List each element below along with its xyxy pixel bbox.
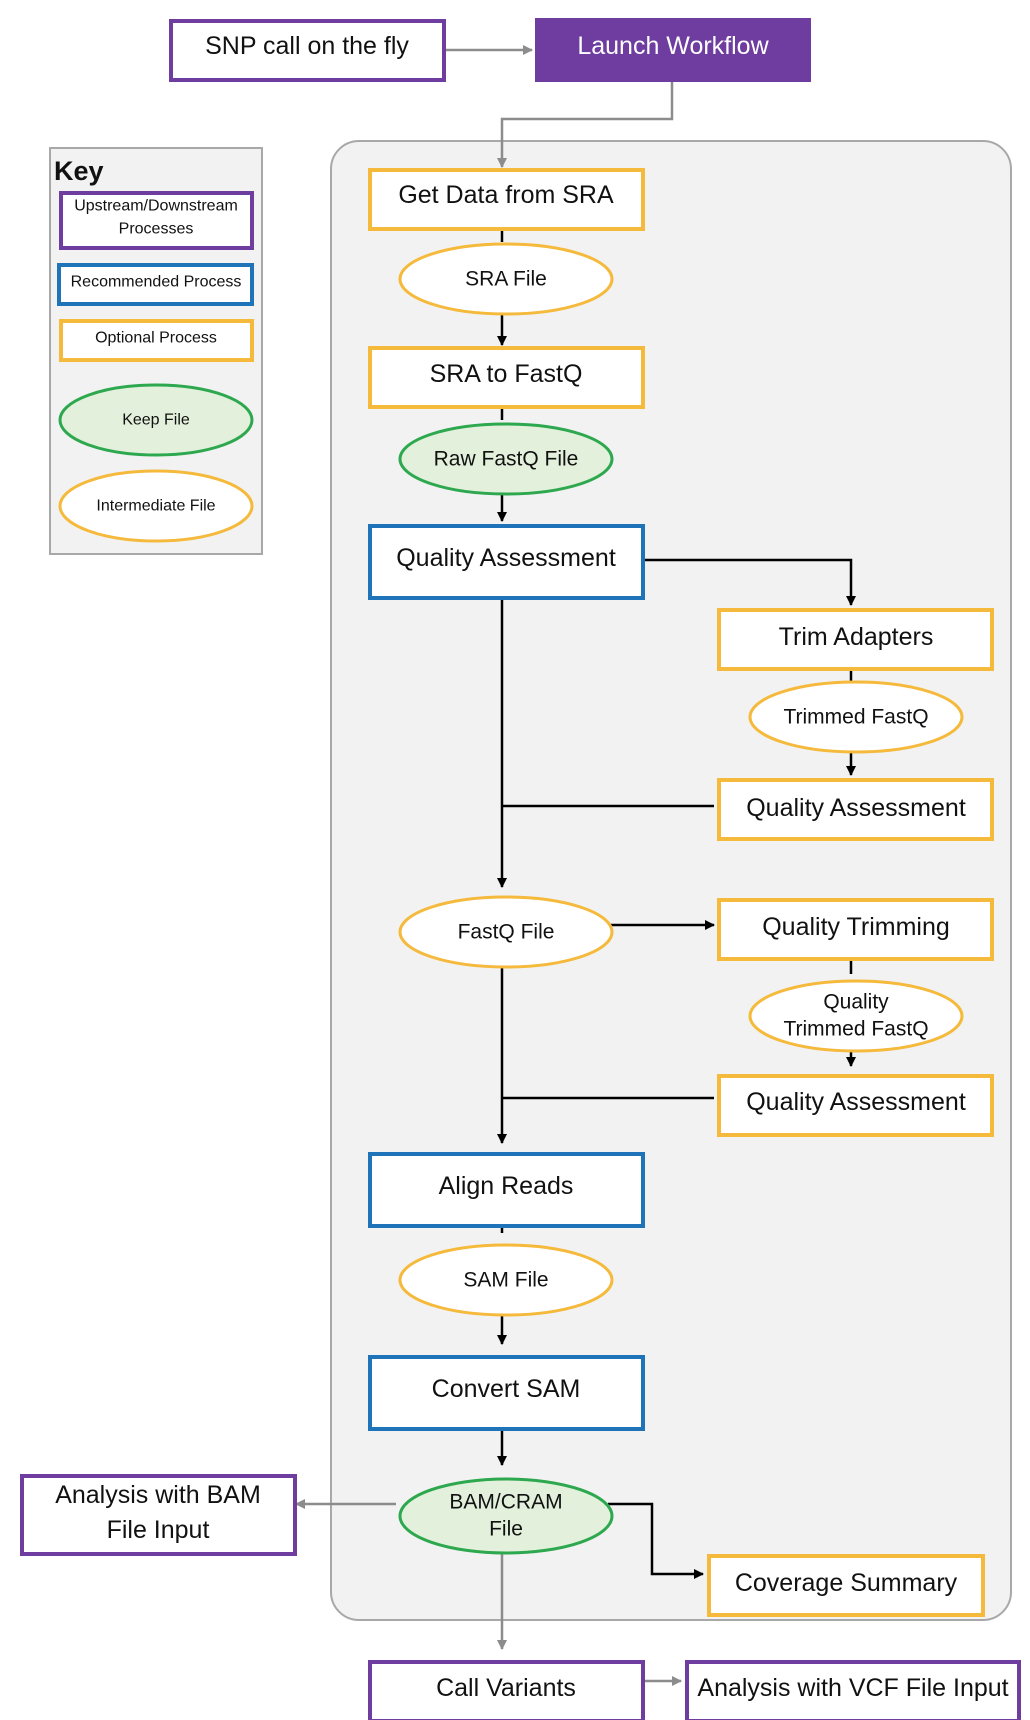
node-sra-to-fastq: SRA to FastQ bbox=[368, 346, 645, 409]
node-quality-trimmed-fastq: Quality Trimmed FastQ bbox=[748, 979, 964, 1053]
svg-text:SAM File: SAM File bbox=[463, 1269, 548, 1292]
svg-text:Intermediate File: Intermediate File bbox=[96, 498, 215, 515]
node-sra-file: SRA File bbox=[398, 242, 614, 316]
svg-text:Quality Assessment: Quality Assessment bbox=[746, 1088, 966, 1116]
legend-upstream: Upstream/Downstream Processes bbox=[59, 191, 254, 250]
legend-title: Key bbox=[54, 156, 104, 186]
svg-text:Recommended Process: Recommended Process bbox=[71, 274, 242, 291]
svg-text:Call Variants: Call Variants bbox=[436, 1674, 576, 1702]
node-analysis-vcf: Analysis with VCF File Input bbox=[685, 1660, 1021, 1720]
svg-text:Optional Process: Optional Process bbox=[95, 330, 217, 347]
legend-optional: Optional Process bbox=[59, 319, 254, 362]
node-raw-fastq-file: Raw FastQ File bbox=[398, 422, 614, 496]
edge-bam-to-coverage bbox=[608, 1502, 704, 1579]
svg-text:Analysis with VCF File Input: Analysis with VCF File Input bbox=[697, 1674, 1008, 1702]
svg-text:Upstream/Downstream: Upstream/Downstream bbox=[74, 198, 238, 215]
svg-text:SRA to FastQ: SRA to FastQ bbox=[430, 360, 583, 388]
node-quality-assessment-1: Quality Assessment bbox=[368, 524, 645, 600]
node-convert-sam: Convert SAM bbox=[368, 1355, 645, 1431]
node-analysis-bam: Analysis with BAM File Input bbox=[20, 1474, 297, 1556]
node-trim-adapters: Trim Adapters bbox=[717, 608, 994, 671]
svg-text:Keep File: Keep File bbox=[122, 412, 190, 429]
svg-text:Trimmed FastQ: Trimmed FastQ bbox=[783, 1018, 928, 1041]
node-quality-assessment-2: Quality Assessment bbox=[717, 778, 994, 841]
svg-text:Get Data from SRA: Get Data from SRA bbox=[398, 181, 614, 209]
node-align-reads: Align Reads bbox=[368, 1152, 645, 1228]
svg-text:Quality: Quality bbox=[823, 991, 889, 1014]
node-quality-trimming: Quality Trimming bbox=[717, 898, 994, 961]
svg-text:Align Reads: Align Reads bbox=[439, 1172, 574, 1200]
svg-text:Convert SAM: Convert SAM bbox=[432, 1375, 581, 1403]
svg-text:FastQ File: FastQ File bbox=[458, 921, 555, 944]
svg-text:Quality Assessment: Quality Assessment bbox=[396, 544, 616, 572]
edge-qa1-to-trim bbox=[638, 558, 856, 606]
svg-text:Coverage Summary: Coverage Summary bbox=[735, 1569, 958, 1597]
connectors bbox=[295, 45, 856, 1686]
node-sam-file: SAM File bbox=[398, 1243, 614, 1317]
node-quality-assessment-3: Quality Assessment bbox=[717, 1074, 994, 1137]
svg-text:Processes: Processes bbox=[119, 221, 194, 238]
edge-launch-to-getdata bbox=[497, 81, 674, 168]
node-snp-call: SNP call on the fly bbox=[169, 19, 446, 82]
svg-text:Raw FastQ File: Raw FastQ File bbox=[434, 448, 579, 471]
svg-text:SRA File: SRA File bbox=[465, 268, 547, 291]
legend-intermediate-file: Intermediate File bbox=[58, 469, 254, 543]
node-call-variants: Call Variants bbox=[368, 1660, 645, 1720]
svg-text:BAM/CRAM: BAM/CRAM bbox=[449, 1491, 562, 1514]
svg-text:Trimmed FastQ: Trimmed FastQ bbox=[783, 706, 928, 729]
svg-text:File: File bbox=[489, 1518, 523, 1541]
node-launch-workflow: Launch Workflow bbox=[535, 18, 811, 82]
svg-text:SNP call on the fly: SNP call on the fly bbox=[205, 32, 409, 60]
svg-text:File Input: File Input bbox=[107, 1516, 210, 1544]
svg-text:Trim Adapters: Trim Adapters bbox=[779, 623, 934, 651]
svg-text:Launch Workflow: Launch Workflow bbox=[577, 32, 769, 60]
node-trimmed-fastq: Trimmed FastQ bbox=[748, 680, 964, 754]
node-get-data-from-sra: Get Data from SRA bbox=[368, 168, 645, 231]
legend: Key Upstream/Downstream Processes Recomm… bbox=[49, 147, 263, 555]
svg-text:Quality Trimming: Quality Trimming bbox=[762, 913, 950, 941]
node-coverage-summary: Coverage Summary bbox=[707, 1554, 985, 1617]
node-bam-cram-file: BAM/CRAM File bbox=[398, 1477, 614, 1555]
node-fastq-file: FastQ File bbox=[398, 895, 614, 969]
legend-keep-file: Keep File bbox=[58, 383, 254, 457]
svg-text:Quality Assessment: Quality Assessment bbox=[746, 794, 966, 822]
legend-recommended: Recommended Process bbox=[57, 263, 254, 306]
svg-text:Analysis with BAM: Analysis with BAM bbox=[55, 1481, 261, 1509]
